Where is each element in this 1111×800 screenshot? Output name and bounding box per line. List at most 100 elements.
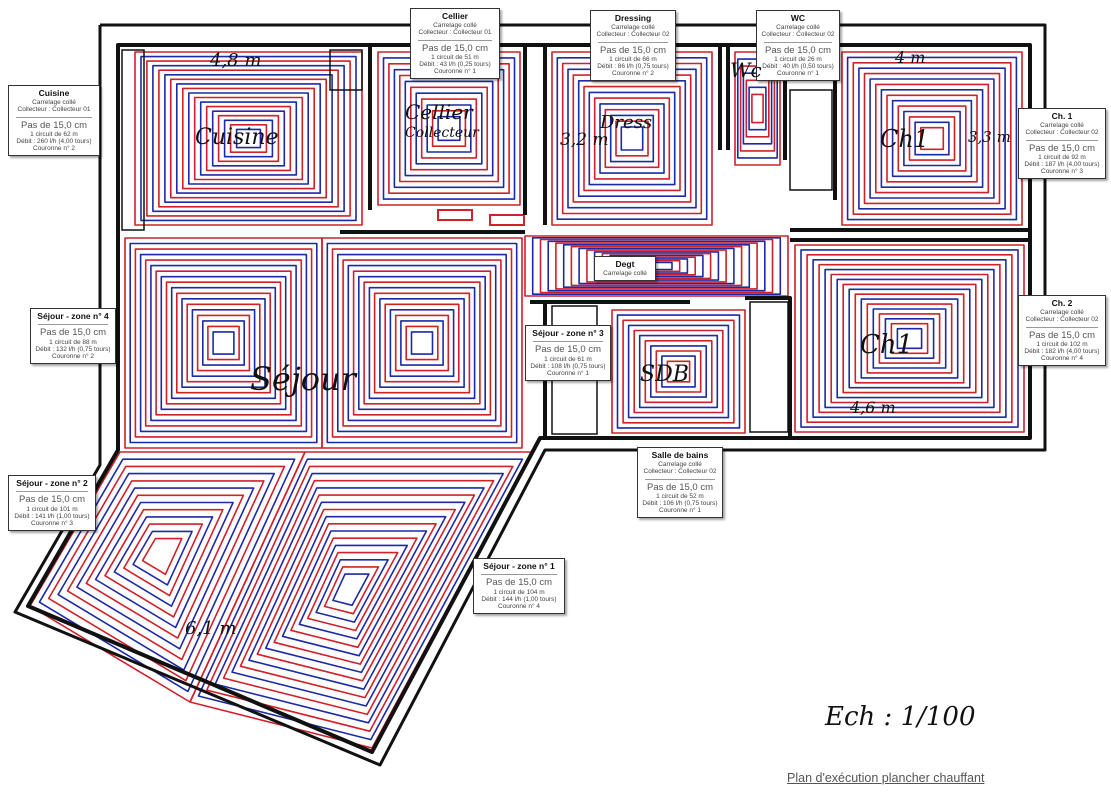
- pipe-loop: [76, 487, 255, 650]
- pipe-loop: [38, 458, 296, 693]
- room-floor: Carrelage collé: [1040, 309, 1084, 317]
- pipe-loop: [290, 537, 418, 649]
- room-pitch: Pas de 15,0 cm: [764, 44, 831, 56]
- pipe-loop: [812, 258, 1007, 419]
- pipe-loop: [181, 297, 266, 389]
- room-title: Ch. 1: [1051, 111, 1073, 121]
- pipe-loop: [890, 322, 929, 355]
- pipe-loop: [748, 86, 767, 131]
- pipe-loop: [842, 283, 977, 394]
- room-circuit: 1 circuit de 102 m: [1036, 341, 1088, 349]
- pipe-loop: [207, 325, 240, 361]
- room-title: Séjour - zone n° 3: [532, 328, 604, 338]
- pipe-loop: [570, 245, 743, 287]
- room-flow: Débit : 187 l/h (4,00 tours): [1024, 161, 1100, 169]
- room-flow: Débit : 144 l/h (1,00 tours): [481, 595, 557, 603]
- pipe-loop: [235, 128, 262, 149]
- pipe-loop: [794, 244, 1025, 433]
- pipe-loop: [342, 259, 502, 427]
- room-ring: Couronne n° 1: [547, 370, 589, 378]
- handwritten-name-sdb: SDB: [640, 362, 689, 387]
- room-circuit: 1 circuit de 52 m: [656, 493, 704, 501]
- pipe-loop: [897, 105, 967, 172]
- pipe-loop: [908, 116, 956, 161]
- handwritten-dim-dressing: 3,2 m: [560, 130, 609, 150]
- pipe-loop: [666, 360, 691, 383]
- pipe-loop: [919, 126, 945, 151]
- pipe-loop: [160, 275, 287, 411]
- room-circuit: 1 circuit de 61 m: [544, 355, 592, 363]
- divider: [418, 39, 492, 41]
- pipe-loop: [326, 242, 518, 444]
- pipe-loop: [622, 319, 735, 424]
- room-circuit: 1 circuit de 88 m: [49, 338, 97, 346]
- room-pitch: Pas de 15,0 cm: [599, 44, 666, 56]
- handwritten-name-collecteur: Collecteur: [405, 125, 479, 141]
- pipe-loop: [165, 281, 282, 405]
- pipe-loop: [352, 270, 492, 416]
- pipe-loop: [347, 264, 497, 422]
- pipe-loop: [627, 324, 730, 419]
- pipe-loop: [123, 523, 204, 597]
- handwritten-name-ch2: Ch1: [860, 330, 914, 360]
- room-pitch: Pas de 15,0 cm: [534, 344, 601, 356]
- room-flow: Débit : 132 l/h (0,75 tours): [35, 345, 111, 353]
- pipe-loop: [578, 247, 735, 285]
- wall-north-corridor: [340, 228, 1030, 234]
- room-title: Cellier: [442, 11, 468, 21]
- pipe-loop: [539, 238, 774, 294]
- room-collector: Collecteur : Collecteur 01: [17, 106, 91, 114]
- pipe-loop: [878, 313, 941, 364]
- room-floor: Carrelage collé: [611, 24, 655, 32]
- room-flow: Débit : 260 l/h (4,00 tours): [16, 138, 92, 146]
- divider: [38, 324, 108, 326]
- pipe-loop: [863, 72, 1001, 205]
- pipe-loop: [331, 248, 513, 438]
- room-floor: Carrelage collé: [433, 22, 477, 30]
- wall-dressing-wc: [718, 45, 730, 150]
- room-ring: Couronne n° 3: [31, 520, 73, 528]
- handwritten-dim-sejour: 6,1 m: [185, 618, 237, 639]
- room-pitch: Pas de 15,0 cm: [1028, 329, 1095, 341]
- pipe-loop: [223, 119, 274, 158]
- room-title: Dressing: [614, 13, 652, 23]
- pipe-loop: [841, 51, 1023, 226]
- pipe-loop: [896, 327, 923, 350]
- room-collector: Collecteur : Collecteur 02: [596, 31, 670, 39]
- room-circuit: 1 circuit de 26 m: [774, 56, 822, 64]
- room-flow: Débit : 182 l/h (4,00 tours): [1024, 348, 1100, 356]
- divider: [764, 41, 832, 43]
- pipe-loop: [214, 472, 505, 724]
- room-collector: Collecteur : Collecteur 02: [1025, 129, 1099, 137]
- pipe-loop: [273, 522, 437, 665]
- pipe-loop: [562, 244, 751, 289]
- pipe-loop: [212, 331, 235, 355]
- pipe-loop: [231, 487, 485, 707]
- pipe-loop: [199, 101, 298, 176]
- pipe-loop: [633, 329, 724, 414]
- pipe-loop: [616, 314, 741, 429]
- pipe-loop: [191, 308, 256, 378]
- room-pitch: Pas de 15,0 cm: [646, 481, 713, 493]
- pipe-loop: [336, 253, 508, 433]
- pipe-loop: [141, 537, 183, 576]
- pipe-loop: [164, 74, 333, 203]
- pipe-loop: [410, 331, 434, 355]
- pipe-loop: [176, 292, 272, 394]
- room-circuit: 1 circuit de 104 m: [493, 588, 545, 596]
- divider: [16, 491, 88, 493]
- room-title: Séjour - zone n° 2: [16, 478, 88, 488]
- pipe-loop: [420, 98, 478, 159]
- pipe-loop: [531, 237, 782, 296]
- room-pitch: Pas de 15,0 cm: [1028, 142, 1095, 154]
- pipe-loop: [256, 508, 457, 682]
- room-ring: Couronne n° 3: [1041, 168, 1083, 176]
- pipe-loop: [818, 263, 1001, 414]
- handwritten-dim-ch2: 4,6 m: [850, 398, 896, 417]
